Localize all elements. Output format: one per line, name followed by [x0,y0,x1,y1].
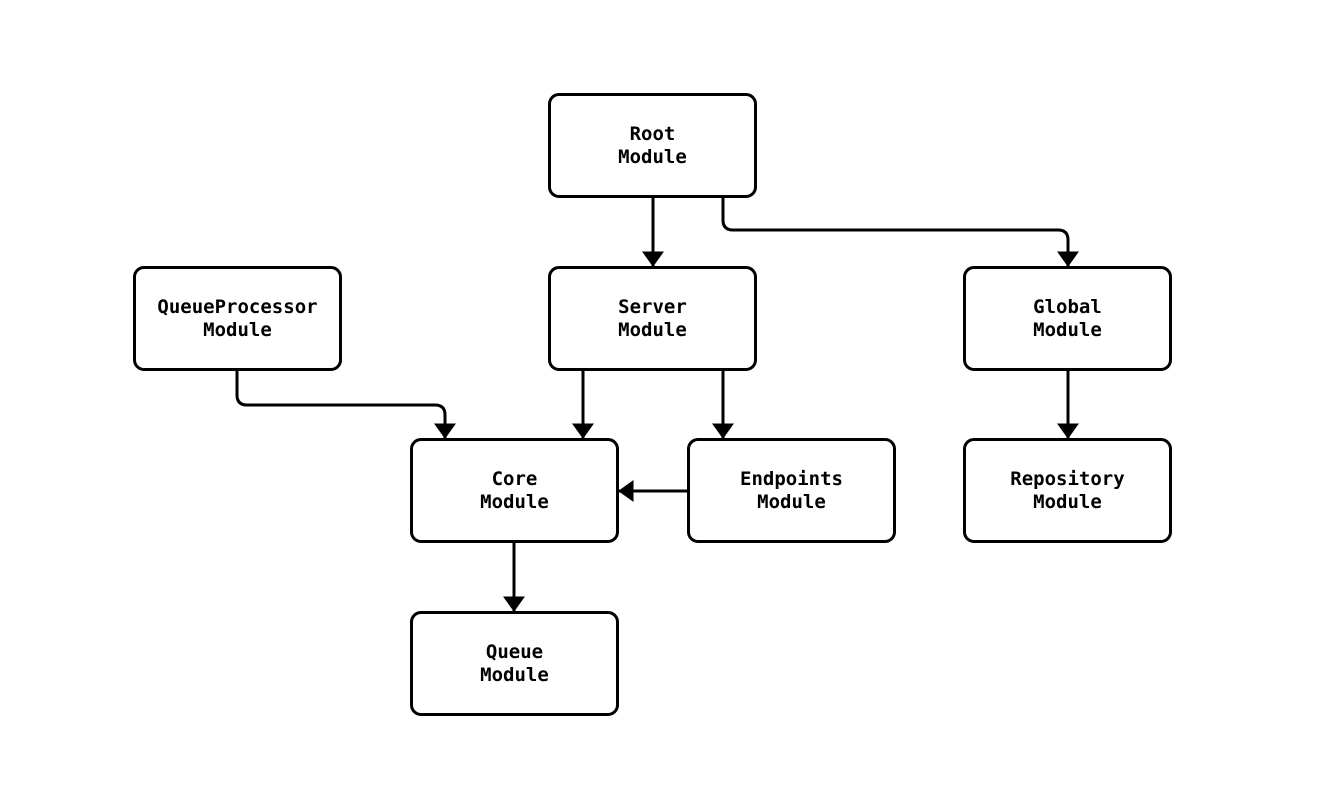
node-label-line: Module [1033,490,1102,513]
edge-root-to-global [721,198,1079,267]
node-label-line: Module [757,490,826,513]
node-label-line: Core [491,467,538,490]
node-label-line: Queue [485,640,544,663]
node-queueprocessor-module: QueueProcessor Module [133,266,342,371]
node-label-line: Endpoints [740,467,843,490]
node-label-line: Root [629,122,676,145]
node-label-line: Module [618,145,687,168]
node-core-module: Core Module [410,438,619,543]
node-label-line: Server [618,295,687,318]
node-label-line: Global [1033,295,1102,318]
node-global-module: Global Module [963,266,1172,371]
node-label-line: Module [480,490,549,513]
node-label-line: QueueProcessor [157,295,318,318]
node-repository-module: Repository Module [963,438,1172,543]
node-label-line: Module [203,318,272,341]
node-root-module: Root Module [548,93,757,198]
node-server-module: Server Module [548,266,757,371]
node-label-line: Module [618,318,687,341]
node-endpoints-module: Endpoints Module [687,438,896,543]
node-queue-module: Queue Module [410,611,619,716]
edge-queueprocessor-to-core [235,371,456,439]
node-label-line: Repository [1010,467,1125,490]
node-label-line: Module [480,663,549,686]
node-label-line: Module [1033,318,1102,341]
